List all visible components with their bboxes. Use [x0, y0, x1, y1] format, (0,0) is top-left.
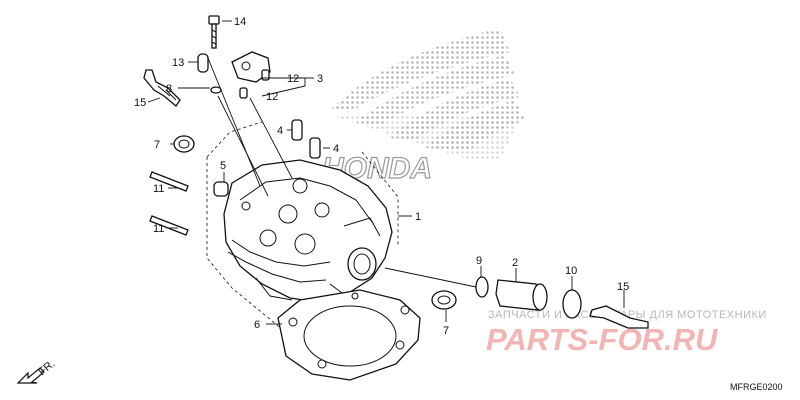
pin-part	[213, 181, 229, 197]
callout-4-upper: 4	[277, 125, 283, 137]
watermark: ЗАПЧАСТИ И АКСЕССУАРЫ ДЛЯ МОТОТЕХНИКИ PA…	[486, 309, 767, 357]
sleeve-part	[495, 279, 548, 311]
callout-3: 3	[317, 73, 323, 85]
callout-labels: 14 13 8 15 12 3 12 7 4 4 5 11 11 1 9 2 1…	[134, 16, 629, 337]
callout-1: 1	[415, 211, 421, 223]
callout-13: 13	[172, 57, 184, 69]
stud-bolt-parts	[149, 171, 189, 236]
valve-guide-part	[291, 119, 303, 141]
holder-part	[231, 51, 271, 99]
o-ring-part	[475, 276, 489, 298]
callout-9: 9	[476, 255, 482, 267]
leader-lines	[147, 20, 625, 325]
callout-7-bottom: 7	[443, 325, 449, 337]
watermark-site: PARTS-FOR.RU	[486, 322, 719, 357]
callout-11-upper: 11	[153, 183, 164, 195]
washer-part	[210, 86, 222, 94]
cylinder-head	[223, 159, 393, 303]
dowel-pin-part	[197, 53, 209, 73]
callout-11-lower: 11	[153, 223, 164, 235]
callout-7-left: 7	[154, 139, 160, 151]
front-direction-indicator: FR.	[16, 358, 58, 384]
callout-10: 10	[565, 265, 577, 277]
grommet-part-2	[431, 290, 457, 310]
callout-15-top: 15	[134, 97, 146, 109]
callout-5: 5	[220, 160, 226, 172]
spark-plug-part	[143, 69, 181, 107]
callout-6: 6	[254, 319, 260, 331]
diagram-code: MFRGE0200	[730, 382, 783, 392]
callout-2: 2	[512, 257, 518, 269]
callout-14: 14	[234, 16, 246, 28]
front-arrow-icon	[16, 367, 45, 384]
callout-12-upper: 12	[287, 73, 299, 85]
o-ring-part-2	[562, 289, 582, 319]
callout-4-lower: 4	[333, 143, 339, 155]
spark-plug-part-2	[589, 305, 649, 329]
callout-15-right: 15	[617, 281, 629, 293]
assembly-outline	[206, 121, 399, 331]
valve-guide-part-2	[309, 137, 321, 159]
bolt-part	[208, 15, 220, 49]
callout-8: 8	[166, 83, 172, 95]
head-gasket	[277, 289, 421, 381]
watermark-tagline: ЗАПЧАСТИ И АКСЕССУАРЫ ДЛЯ МОТОТЕХНИКИ	[488, 309, 767, 321]
grommet-part	[173, 135, 195, 153]
honda-wing-logo: HONDA	[321, 28, 525, 186]
callout-12-lower: 12	[266, 91, 278, 103]
